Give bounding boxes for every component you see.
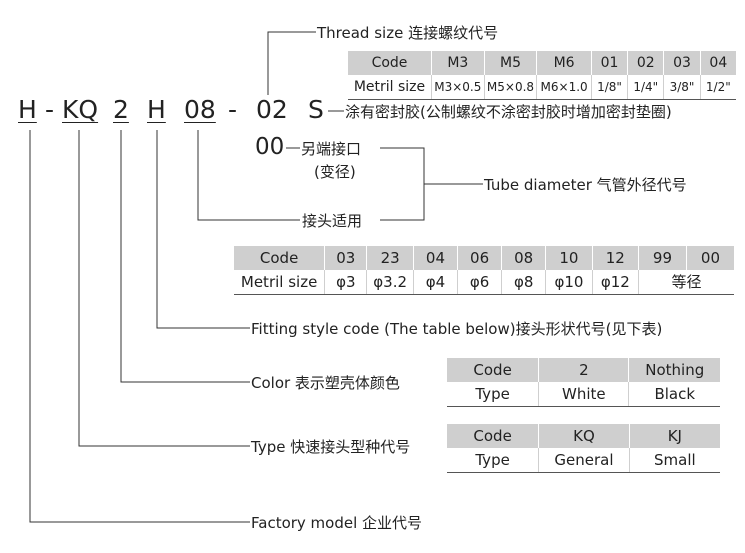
leader-thread-size [267,31,316,95]
fitting-applied-label: 接头适用 [302,212,363,230]
type-label: Type 快速接头型种代号 [251,438,411,456]
tube-header-cell: Code [234,246,325,270]
thread-row-cell: M6×1.0 [536,75,592,100]
color-header-cell: Code [447,358,539,382]
tube-row-cell: Metril size [234,270,325,295]
color-label: Color 表示塑壳体颜色 [251,374,400,392]
leader-factory [29,130,250,523]
thread-header-cell: M6 [536,51,592,75]
type-row-cell: Small [628,448,720,473]
thread-header-cell: M3 [430,51,485,75]
factory-model-label: Factory model 企业代号 [251,514,423,532]
thread-row-cell: M3×0.5 [430,75,485,100]
thread-header-cell: 04 [699,51,736,75]
tube-header-cell: 03 [324,246,367,270]
tube-row-cell: φ3.2 [366,270,414,295]
leader-fitting-style [156,130,250,329]
tube-row-cell: φ10 [545,270,593,295]
tube-header-cell: 10 [545,246,593,270]
fitting-style-label: Fitting style code (The table below)接头形状… [251,320,663,338]
code-sealant-s: S [308,95,324,124]
tube-row-cell: φ3 [324,270,367,295]
code-dash: - [228,95,238,124]
tube-diameter-label: Tube diameter 气管外径代号 [484,176,687,194]
leader-bracket-top [380,147,425,221]
thread-header-cell: 01 [590,51,628,75]
code-factory-h: H [18,95,37,124]
thread-row-cell: 1/8" [590,75,628,100]
sealant-label: 涂有密封胶(公制螺纹不涂密封胶时增加密封垫圈) [345,103,672,121]
color-row-cell: White [538,382,629,407]
type-header-cell: Code [447,424,539,448]
code-fitting-style-h: H [147,95,166,124]
tube-header-cell: 04 [412,246,458,270]
tube-row-cell: φ6 [457,270,502,295]
tube-header-cell: 23 [366,246,414,270]
tube-row-cell: 等径 [638,270,734,295]
thread-row-cell: M5×0.8 [483,75,537,100]
code-other-end-00: 00 [255,134,285,160]
tube-header-cell: 12 [591,246,639,270]
color-header-cell: Nothing [628,358,720,382]
thread-header-cell: Code [348,51,432,75]
thread-row-cell: Metril size [348,75,432,100]
thread-row-cell: 3/8" [663,75,701,100]
color-header-cell: 2 [538,358,629,382]
thread-header-cell: M5 [483,51,537,75]
code-color-2: 2 [113,95,129,124]
type-row-cell: Type [447,448,539,473]
code-thread-02: 02 [256,95,288,124]
code-dash: - [45,95,55,124]
tube-row-cell: φ8 [501,270,546,295]
other-end-label: 另端接口 [301,140,362,158]
tube-header-cell: 99 [638,246,687,270]
color-table: Code 2 Nothing Type White Black [447,358,720,407]
reducer-label: (变径) [314,163,356,181]
code-type-kq: KQ [62,95,99,124]
leader-type [78,130,250,447]
thread-header-cell: 02 [627,51,664,75]
tube-header-cell: 06 [457,246,502,270]
leader-fitting-applied [197,130,300,221]
thread-header-cell: 03 [663,51,701,75]
thread-size-table: Code M3 M5 M6 01 02 03 04 Metril size M3… [348,51,736,100]
type-table: Code KQ KJ Type General Small [447,424,720,473]
type-header-cell: KJ [628,424,720,448]
tube-header-cell: 08 [501,246,546,270]
color-row-cell: Type [447,382,539,407]
thread-row-cell: 1/2" [699,75,736,100]
leader-color [120,130,250,383]
tube-header-cell: 00 [685,246,734,270]
tube-row-cell: φ4 [412,270,458,295]
thread-size-label: Thread size 连接螺纹代号 [317,24,499,42]
tube-row-cell: φ12 [591,270,639,295]
tube-diameter-table: Code 03 23 04 06 08 10 12 99 00 Metril s… [234,246,734,295]
color-row-cell: Black [628,382,720,407]
thread-row-cell: 1/4" [627,75,664,100]
type-row-cell: General [538,448,630,473]
type-header-cell: KQ [538,424,630,448]
code-tube-08: 08 [184,95,216,124]
